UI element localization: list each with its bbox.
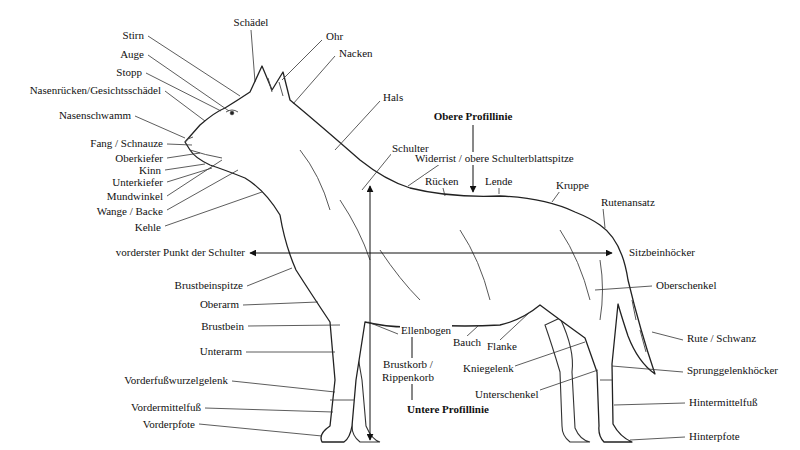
part-label: Ohr xyxy=(325,30,344,43)
part-label: Kehle xyxy=(134,221,162,234)
part-label: Unterschenkel xyxy=(474,388,540,401)
part-label: Hintermittelfuß xyxy=(688,396,758,409)
part-label: Hinterpfote xyxy=(688,430,741,443)
part-label: Unterkiefer xyxy=(111,176,164,189)
dog-body xyxy=(185,66,655,442)
part-label: Schädel xyxy=(233,16,270,29)
part-label: Kniegelenk xyxy=(462,362,515,375)
part-label: Mundwinkel xyxy=(106,190,164,203)
part-label: Sprunggelenkhöcker xyxy=(686,364,779,377)
part-label: Nasenrücken/Gesichtsschädel xyxy=(29,84,162,97)
part-label: Widerrist / obere Schulterblattspitze xyxy=(414,152,575,165)
part-label: Rutenansatz xyxy=(600,196,656,209)
part-label: Rücken xyxy=(424,175,460,188)
part-label: Brustbein xyxy=(200,320,245,333)
part-label: Untere Profillinie xyxy=(406,403,490,416)
part-label: Unterarm xyxy=(199,345,243,358)
part-label: Vordermittelfuß xyxy=(130,401,202,414)
part-label: Nasenschwamm xyxy=(58,109,132,122)
part-label: Brustkorb / Rippenkorb xyxy=(372,358,444,384)
part-label: Obere Profillinie xyxy=(433,110,514,123)
part-label: Vorderpfote xyxy=(142,418,196,431)
part-label: Stopp xyxy=(115,66,143,79)
part-label: Hals xyxy=(382,91,404,104)
part-label: Wange / Backe xyxy=(96,205,164,218)
part-label: Oberarm xyxy=(199,298,240,311)
part-label: Ellenbogen xyxy=(400,324,452,337)
part-label: Rute / Schwanz xyxy=(686,332,757,345)
part-label: Oberschenkel xyxy=(655,279,717,292)
part-label: Bauch xyxy=(452,336,482,349)
measure-lines xyxy=(250,125,612,440)
part-label: Stirn xyxy=(122,29,145,42)
part-label: Sitzbeinhöcker xyxy=(628,246,696,259)
part-label: Lende xyxy=(484,175,513,188)
part-label: Fang / Schnauze xyxy=(89,137,164,150)
part-label: Nacken xyxy=(338,47,374,60)
part-label: Vorderfußwurzelgelenk xyxy=(123,374,229,387)
part-label: Kruppe xyxy=(555,179,590,192)
part-label: Auge xyxy=(119,48,145,61)
dog-details xyxy=(185,78,646,400)
part-label: vorderster Punkt der Schulter xyxy=(115,246,246,259)
part-label: Flanke xyxy=(486,340,518,353)
part-label: Brustbeinspitze xyxy=(174,279,244,292)
far-legs xyxy=(340,318,590,442)
